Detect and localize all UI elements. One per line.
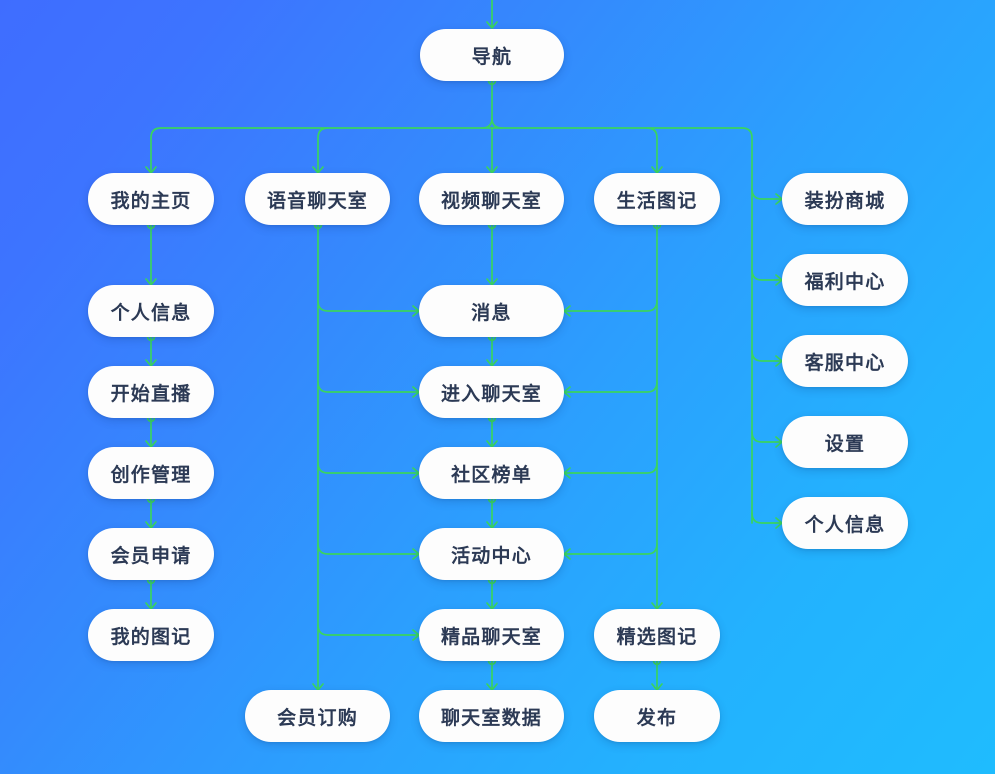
edge-right-bus-to-profile2 [752,513,782,523]
node-videoroom[interactable]: 视频聊天室 [419,173,564,225]
node-membersub[interactable]: 会员订购 [245,690,390,742]
edge-right-bus-to-welfare [752,270,782,280]
node-label: 进入聊天室 [441,379,542,406]
node-label: 生活图记 [617,186,698,213]
node-label: 会员申请 [111,541,192,568]
edge-voiceroom-to-premiumroom [318,625,419,635]
node-label: 客服中心 [805,348,886,375]
edge-lifediary-to-message [564,301,657,311]
node-message[interactable]: 消息 [419,285,564,337]
node-label: 社区榜单 [451,460,532,487]
node-label: 装扮商城 [805,186,886,213]
node-label: 精选图记 [617,622,698,649]
node-activity[interactable]: 活动中心 [419,528,564,580]
node-label: 个人信息 [805,510,886,537]
connector-arrowhead [487,22,497,28]
node-publish[interactable]: 发布 [594,690,720,742]
node-creation[interactable]: 创作管理 [88,447,214,499]
node-lifediary[interactable]: 生活图记 [594,173,720,225]
node-label: 我的主页 [111,186,192,213]
node-label: 精品聊天室 [441,622,542,649]
node-label: 个人信息 [111,298,192,325]
connector-arrowhead [564,468,570,478]
node-nav[interactable]: 导航 [420,29,564,81]
node-mydiary[interactable]: 我的图记 [88,609,214,661]
edge-nav-to-voiceroom [318,128,328,173]
node-ranking[interactable]: 社区榜单 [419,447,564,499]
node-label: 我的图记 [111,622,192,649]
node-label: 会员订购 [277,703,358,730]
node-golive[interactable]: 开始直播 [88,366,214,418]
edge-right-bus-to-dressmall [752,189,782,199]
edge-right-bus-to-settings [752,432,782,442]
edge-voiceroom-to-activity [318,544,419,554]
node-label: 创作管理 [111,460,192,487]
node-featured[interactable]: 精选图记 [594,609,720,661]
edge-lifediary-to-ranking [564,463,657,473]
node-welfare[interactable]: 福利中心 [782,254,908,306]
node-enterroom[interactable]: 进入聊天室 [419,366,564,418]
node-dressmall[interactable]: 装扮商城 [782,173,908,225]
edge-voiceroom-to-enterroom [318,382,419,392]
node-premiumroom[interactable]: 精品聊天室 [419,609,564,661]
node-label: 开始直播 [111,379,192,406]
node-label: 导航 [472,42,512,69]
connector-arrowhead [564,549,570,559]
connector-arrowhead [564,306,570,316]
edge-voiceroom-to-message [318,301,419,311]
node-label: 视频聊天室 [441,186,542,213]
edge-nav-to-lifediary [647,128,657,173]
node-myhome[interactable]: 我的主页 [88,173,214,225]
node-label: 语音聊天室 [267,186,368,213]
node-label: 发布 [637,703,677,730]
edge-lifediary-to-activity [564,544,657,554]
edge-nav-to-myhome [151,128,161,173]
node-label: 消息 [471,298,511,325]
node-profile1[interactable]: 个人信息 [88,285,214,337]
edge-right-bus-to-support [752,351,782,361]
node-label: 设置 [825,429,865,456]
edge-lifediary-to-enterroom [564,382,657,392]
node-label: 福利中心 [805,267,886,294]
connector-arrowhead [564,387,570,397]
node-profile2[interactable]: 个人信息 [782,497,908,549]
edge-bus-fillet-left [482,118,492,128]
node-label: 聊天室数据 [441,703,542,730]
edge-bus-fillet-right [492,118,502,128]
node-voiceroom[interactable]: 语音聊天室 [245,173,390,225]
edge-voiceroom-to-ranking [318,463,419,473]
edge-right-bus [742,128,752,523]
node-label: 活动中心 [451,541,532,568]
node-settings[interactable]: 设置 [782,416,908,468]
node-support[interactable]: 客服中心 [782,335,908,387]
node-memberapply[interactable]: 会员申请 [88,528,214,580]
node-roomdata[interactable]: 聊天室数据 [419,690,564,742]
